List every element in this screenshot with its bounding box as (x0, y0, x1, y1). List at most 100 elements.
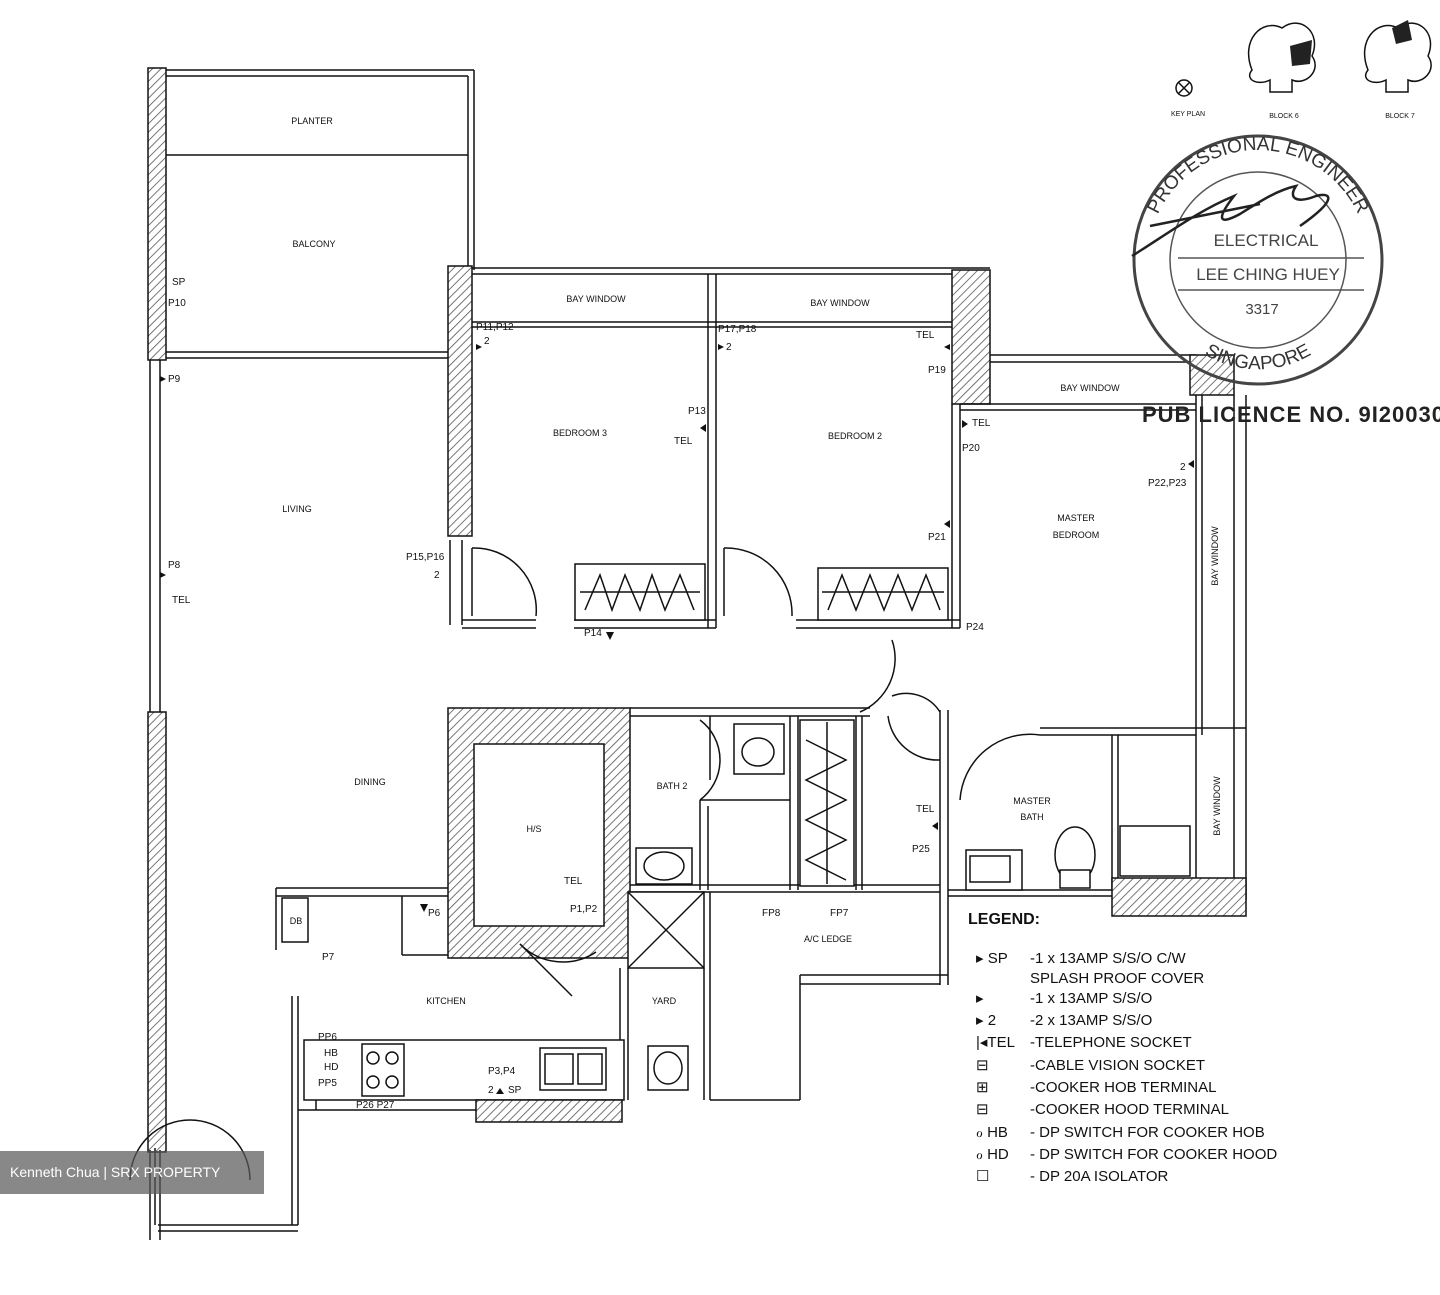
point-hb: HB (324, 1048, 338, 1059)
legend-text: -TELEPHONE SOCKET (1030, 1034, 1192, 1051)
room-yard: YARD (652, 996, 677, 1006)
legend-entry: SPLASH PROOF COVER (1030, 970, 1204, 987)
socket-marker (700, 424, 706, 432)
socket-marker (718, 344, 724, 350)
stamp-number: 3317 (1245, 301, 1278, 318)
point-sp-kitchen: SP (508, 1085, 522, 1096)
point-pp6: PP6 (318, 1032, 337, 1043)
point-tel-bedroom-2: TEL (916, 330, 935, 341)
point-p21: P21 (928, 532, 946, 543)
point-count-2: 2 (484, 336, 490, 347)
point-fp7: FP7 (830, 908, 849, 919)
legend-entry: |◂TEL -TELEPHONE SOCKET (976, 1034, 1192, 1051)
legend-entry: ⊞ -COOKER HOB TERMINAL (976, 1079, 1216, 1096)
signature (1131, 184, 1330, 258)
key-plan-block-7: BLOCK 7 (1385, 113, 1415, 120)
legend-title: LEGEND: (968, 911, 1040, 928)
point-tel-hs: TEL (564, 876, 583, 887)
room-planter: PLANTER (291, 116, 333, 126)
room-kitchen: KITCHEN (426, 996, 466, 1006)
socket-marker (476, 344, 482, 350)
point-hd: HD (324, 1062, 338, 1073)
socket-marker (944, 344, 950, 350)
room-hs: H/S (526, 824, 541, 834)
electrical-points: SP P10 P9 P8 TEL P11,P12 P17,P18 P13 TEL… (160, 277, 1194, 1111)
point-sp-balcony: SP (172, 277, 186, 288)
point-tel-bedroom-3: TEL (674, 436, 693, 447)
stamp-discipline: ELECTRICAL (1214, 231, 1319, 250)
legend-entry: ⊟ -COOKER HOOD TERMINAL (976, 1101, 1229, 1118)
point-p17-p18: P17,P18 (718, 324, 757, 335)
socket-marker (1188, 460, 1194, 468)
room-balcony: BALCONY (292, 239, 335, 249)
point-p7: P7 (322, 952, 335, 963)
point-count-2: 2 (434, 570, 440, 581)
legend-entry: ⊟ -CABLE VISION SOCKET (976, 1057, 1205, 1074)
socket-marker (496, 1088, 504, 1094)
legend-text: -2 x 13AMP S/S/O (1030, 1012, 1152, 1029)
legend: LEGEND: ▸ SP -1 x 13AMP S/S/O C/W SPLASH… (968, 911, 1277, 1185)
legend-symbol: ▸ SP (976, 950, 1008, 967)
legend-text: -COOKER HOB TERMINAL (1030, 1079, 1216, 1096)
room-labels: PLANTER BALCONY LIVING DINING BEDROOM 3 … (282, 116, 1222, 1006)
legend-entry: ▸ -1 x 13AMP S/S/O (976, 990, 1152, 1007)
room-bay-window-master-bath: BAY WINDOW (1212, 776, 1222, 836)
point-count-2: 2 (1180, 462, 1186, 473)
room-bay-window-bedroom-3: BAY WINDOW (566, 294, 626, 304)
legend-entry: ℴ HD - DP SWITCH FOR COOKER HOOD (976, 1146, 1277, 1163)
wardrobes (574, 563, 949, 887)
legend-entry: ☐ - DP 20A ISOLATOR (976, 1168, 1169, 1185)
legend-entry: ▸ SP -1 x 13AMP S/S/O C/W (976, 950, 1186, 967)
point-tel-living: TEL (172, 595, 191, 606)
point-p14: P14 (584, 628, 602, 639)
point-p6: P6 (428, 908, 441, 919)
room-ac-ledge: A/C LEDGE (804, 934, 852, 944)
room-master-bath-line1: MASTER (1013, 796, 1051, 806)
legend-entry: ▸ 2 -2 x 13AMP S/S/O (976, 1012, 1152, 1029)
room-master-bedroom-line2: BEDROOM (1053, 530, 1100, 540)
room-bedroom-3: BEDROOM 3 (553, 428, 607, 438)
watermark: Kenneth Chua | SRX PROPERTY (0, 1151, 264, 1194)
point-p26-p27: P26 P27 (356, 1100, 395, 1111)
legend-text: -1 x 13AMP S/S/O (1030, 990, 1152, 1007)
socket-marker (420, 904, 428, 912)
legend-symbol: ▸ 2 (976, 1012, 996, 1029)
socket-marker (160, 376, 166, 382)
legend-symbol: ℴ HB (976, 1124, 1008, 1141)
point-p19: P19 (928, 365, 946, 376)
key-plan-block-6: BLOCK 6 (1269, 113, 1299, 120)
point-p20: P20 (962, 443, 980, 454)
point-p24: P24 (966, 622, 984, 633)
legend-symbol: ⊟ (976, 1057, 989, 1074)
point-tel-master: TEL (972, 418, 991, 429)
legend-text: -1 x 13AMP S/S/O C/W (1030, 950, 1186, 967)
point-p15-p16: P15,P16 (406, 552, 445, 563)
socket-marker (962, 420, 968, 428)
legend-symbol: ▸ (976, 990, 984, 1007)
legend-entry: ℴ HB - DP SWITCH FOR COOKER HOB (976, 1124, 1265, 1141)
point-p25: P25 (912, 844, 930, 855)
legend-text: SPLASH PROOF COVER (1030, 970, 1204, 987)
room-master-bedroom-line1: MASTER (1057, 513, 1095, 523)
legend-symbol: ⊞ (976, 1079, 989, 1096)
professional-engineer-stamp: PROFESSIONAL ENGINEER SINGAPORE ELECTRIC… (1131, 134, 1440, 427)
legend-symbol: ☐ (976, 1168, 989, 1185)
point-p13: P13 (688, 406, 706, 417)
point-count-2: 2 (726, 342, 732, 353)
stamp-name: LEE CHING HUEY (1196, 265, 1340, 284)
room-bay-window-bedroom-2: BAY WINDOW (810, 298, 870, 308)
room-bay-window-master: BAY WINDOW (1060, 383, 1120, 393)
point-p8: P8 (168, 560, 181, 571)
room-db: DB (290, 916, 303, 926)
key-plan-label: KEY PLAN (1171, 111, 1205, 118)
point-p10: P10 (168, 298, 186, 309)
room-bath-2: BATH 2 (657, 781, 688, 791)
key-plan: KEY PLAN BLOCK 6 BLOCK 7 (1171, 20, 1432, 120)
legend-symbol: ℴ HD (976, 1146, 1009, 1163)
socket-marker (606, 632, 614, 640)
point-pp5: PP5 (318, 1078, 337, 1089)
legend-symbol: ⊟ (976, 1101, 989, 1118)
point-tel-master-bath: TEL (916, 804, 935, 815)
point-p9: P9 (168, 374, 181, 385)
